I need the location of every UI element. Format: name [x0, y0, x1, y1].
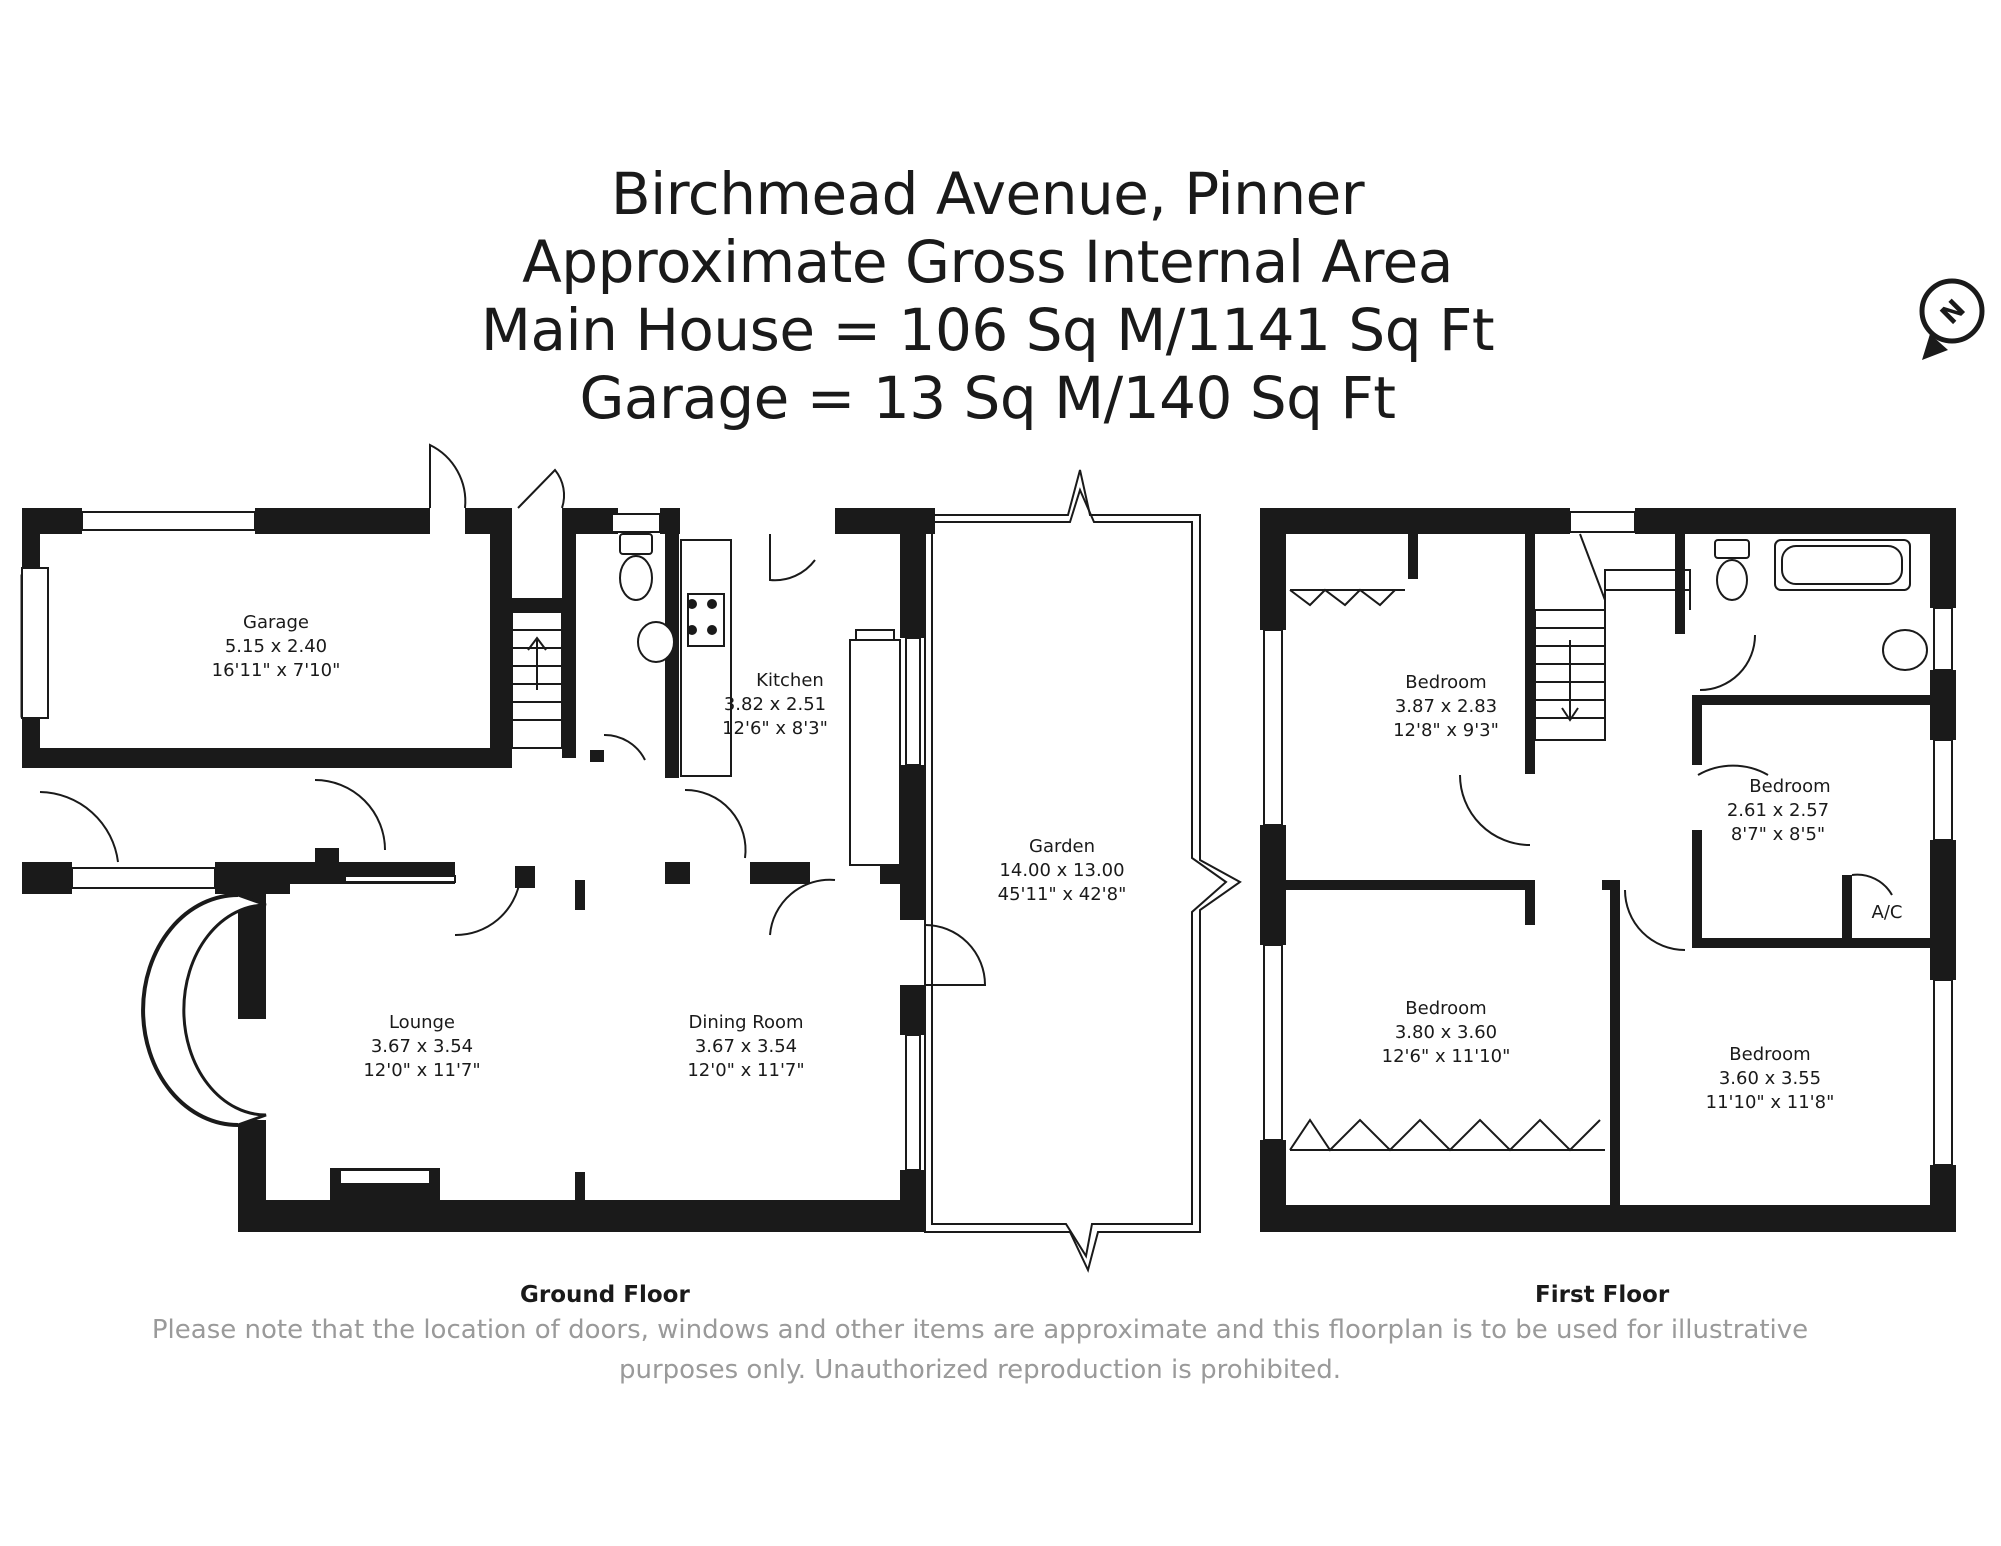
garden-imperial: 45'11" x 42'8": [998, 884, 1127, 905]
bedroom-2-imperial: 8'7" x 8'5": [1731, 824, 1825, 845]
first-floor-plan: [1260, 508, 1956, 1232]
bedroom-4-imperial: 11'10" x 11'8": [1706, 1092, 1835, 1113]
disclaimer-line-2: purposes only. Unauthorized reproduction…: [618, 1355, 1342, 1385]
garage-name: Garage: [243, 612, 309, 633]
lounge-imperial: 12'0" x 11'7": [363, 1060, 480, 1081]
bedroom-1-metric: 3.87 x 2.83: [1395, 696, 1497, 717]
bedroom-3-metric: 3.80 x 3.60: [1395, 1022, 1497, 1043]
ground-floor-label: Ground Floor: [520, 1282, 690, 1308]
kitchen-imperial: 12'6" x 8'3": [722, 718, 828, 739]
bedroom-2-name: Bedroom: [1749, 776, 1830, 797]
garden-metric: 14.00 x 13.00: [999, 860, 1124, 881]
disclaimer: Please note that the location of doors, …: [80, 1310, 1880, 1390]
first-floor-label: First Floor: [1535, 1282, 1670, 1308]
disclaimer-line-1: Please note that the location of doors, …: [151, 1315, 1809, 1345]
bedroom-4-metric: 3.60 x 3.55: [1719, 1068, 1821, 1089]
kitchen-name: Kitchen: [756, 670, 824, 691]
area-heading: Approximate Gross Internal Area: [522, 228, 1453, 296]
garage-imperial: 16'11" x 7'10": [212, 660, 341, 681]
bedroom-4-name: Bedroom: [1729, 1044, 1810, 1065]
ac-cupboard-label: A/C: [1872, 902, 1903, 923]
header: Birchmead Avenue, Pinner Approximate Gro…: [0, 160, 1975, 432]
compass-north-icon: N: [1919, 278, 1985, 360]
bedroom-3-name: Bedroom: [1405, 998, 1486, 1019]
ground-floor-plan: [20, 443, 1242, 1273]
garage-metric: 5.15 x 2.40: [225, 636, 327, 657]
dining-metric: 3.67 x 3.54: [695, 1036, 797, 1057]
lounge-metric: 3.67 x 3.54: [371, 1036, 473, 1057]
garden-name: Garden: [1029, 836, 1095, 857]
bedroom-2-metric: 2.61 x 2.57: [1727, 800, 1829, 821]
lounge-name: Lounge: [389, 1012, 455, 1033]
dining-imperial: 12'0" x 11'7": [687, 1060, 804, 1081]
dining-name: Dining Room: [688, 1012, 803, 1033]
compass-letter: N: [1935, 294, 1972, 331]
kitchen-metric: 3.82 x 2.51: [724, 694, 826, 715]
bedroom-1-name: Bedroom: [1405, 672, 1486, 693]
room-labels: Garage 5.15 x 2.40 16'11" x 7'10" Kitche…: [212, 612, 1903, 1113]
main-house-area: Main House = 106 Sq M/1141 Sq Ft: [480, 296, 1495, 364]
bedroom-1-imperial: 12'8" x 9'3": [1393, 720, 1499, 741]
garage-area: Garage = 13 Sq M/140 Sq Ft: [579, 364, 1396, 432]
bedroom-3-imperial: 12'6" x 11'10": [1382, 1046, 1511, 1067]
property-title: Birchmead Avenue, Pinner: [610, 160, 1365, 228]
